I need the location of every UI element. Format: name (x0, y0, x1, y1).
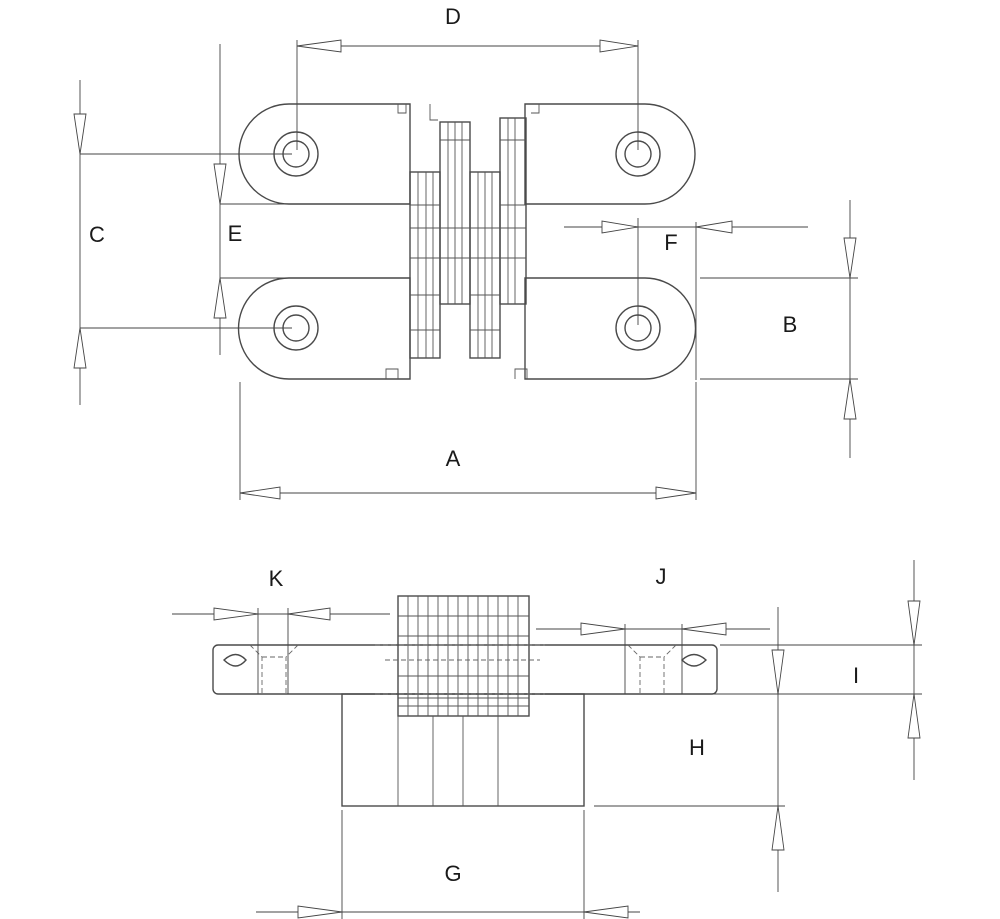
dimension-arrows-top (73, 39, 857, 500)
dim-label-g: G (444, 861, 461, 886)
hinge-side-view: K J I H G (172, 560, 922, 919)
dim-label-b: B (783, 312, 798, 337)
dim-label-k: K (269, 566, 284, 591)
right-lower-leaf (524, 277, 697, 380)
left-lower-leaf (237, 277, 411, 380)
extension-lines-side (172, 608, 922, 919)
dim-label-d: D (445, 4, 461, 29)
dim-label-j: J (656, 564, 667, 589)
left-upper-leaf (238, 103, 411, 205)
hinge-body (409, 117, 527, 359)
dim-label-h: H (689, 735, 705, 760)
dim-label-a: A (446, 446, 461, 471)
knuckle-stack (375, 595, 545, 806)
dimension-arrows-side (213, 600, 921, 919)
extension-lines-top (80, 40, 858, 500)
dim-label-e: E (228, 221, 243, 246)
hinge-top-view: D C E F B A (73, 4, 858, 500)
right-upper-leaf (524, 103, 696, 205)
dim-label-i: I (853, 663, 859, 688)
dim-label-f: F (664, 230, 677, 255)
dim-label-c: C (89, 222, 105, 247)
flange-plate (212, 644, 718, 695)
